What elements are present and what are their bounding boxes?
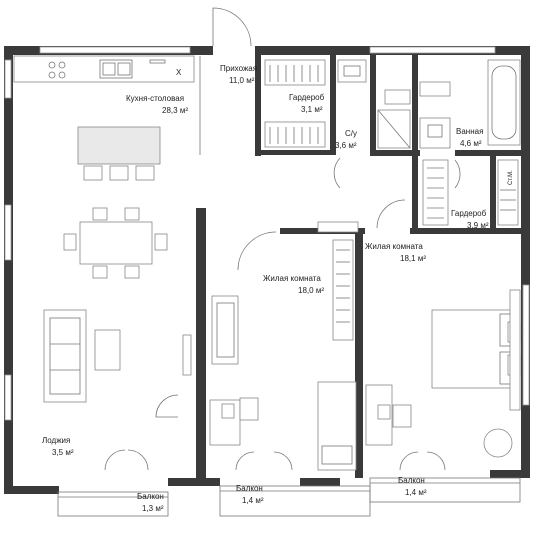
room-name-bath: Ванная: [456, 127, 483, 136]
bath-toilet: [419, 81, 451, 97]
bathroom-fixtures: [337, 59, 521, 149]
double-bed: [431, 309, 521, 389]
room-area-loggia: 3,5 м²: [52, 448, 74, 457]
kitchen-island: [77, 126, 161, 165]
room-area-living-2: 18,0 м²: [298, 286, 324, 295]
armchair-round: [483, 428, 513, 458]
room-name-balcony-1: Балкон: [137, 492, 164, 501]
outer-walls: [4, 46, 530, 494]
wardrobe-2-shelves: [422, 159, 519, 226]
room-name-hall: Прихожая: [220, 64, 257, 73]
living-room-2-furniture: [209, 295, 357, 471]
stove-icon: [48, 61, 66, 79]
room-name-loggia: Лоджия: [42, 436, 70, 445]
room-area-balcony-3: 1,4 м²: [405, 488, 427, 497]
room-name-living-1: Жилая комната: [365, 242, 423, 251]
washbasin: [337, 59, 367, 83]
top-windows: [4, 46, 530, 421]
stove-mark: X: [176, 68, 182, 77]
wc-toilet: [384, 89, 411, 105]
wardrobe-1-shelves: [264, 59, 326, 148]
bedroom-wardrobe: [317, 221, 359, 341]
room-labels: Кухня-столовая 28,3 м² Прихожая 11,0 м² …: [42, 64, 514, 513]
room-area-living-1: 18,1 м²: [400, 254, 426, 263]
living-room-1-furniture: [365, 289, 521, 458]
room-area-balcony-1: 1,3 м²: [142, 504, 164, 513]
room-name-living-2: Жилая комната: [263, 274, 321, 283]
room-area-balcony-2: 1,4 м²: [242, 496, 264, 505]
coffee-table: [94, 329, 121, 371]
room-name-kitchen: Кухня-столовая: [126, 94, 184, 103]
bar-stools: [83, 165, 155, 181]
entrance-door[interactable]: [212, 7, 252, 47]
room-name-balcony-2: Балкон: [236, 484, 263, 493]
room-area-wardrobe-2: 3,9 м²: [467, 221, 489, 230]
room-name-balcony-3: Балкон: [398, 476, 425, 485]
room-area-hall: 11,0 м²: [229, 76, 255, 85]
bed-single: [317, 381, 357, 471]
room-name-wardrobe-2: Гардероб: [451, 209, 487, 218]
room-name-wardrobe-1: Гардероб: [289, 93, 325, 102]
room-area-wc: 3,6 м²: [335, 141, 357, 150]
room-area-bath: 4,6 м²: [460, 139, 482, 148]
kitchen-furniture: X: [13, 55, 201, 403]
dining-table: [63, 207, 168, 279]
tv-stand: [182, 334, 192, 376]
closet-mark: Ст.М.: [508, 170, 514, 185]
balconies: [57, 477, 521, 517]
bath-sink: [419, 117, 451, 149]
bathtub: [487, 59, 521, 146]
room-area-wardrobe-1: 3,1 м²: [301, 105, 323, 114]
doors: [104, 7, 461, 471]
room-area-kitchen: 28,3 м²: [162, 106, 188, 115]
room-name-wc: С/у: [345, 129, 357, 138]
wardrobe-right: [509, 289, 521, 411]
bedroom-chair: [392, 404, 412, 428]
sink-icon: [99, 59, 133, 79]
interior-walls: [196, 46, 521, 483]
desk-chair: [239, 397, 259, 421]
sofa: [43, 309, 87, 403]
